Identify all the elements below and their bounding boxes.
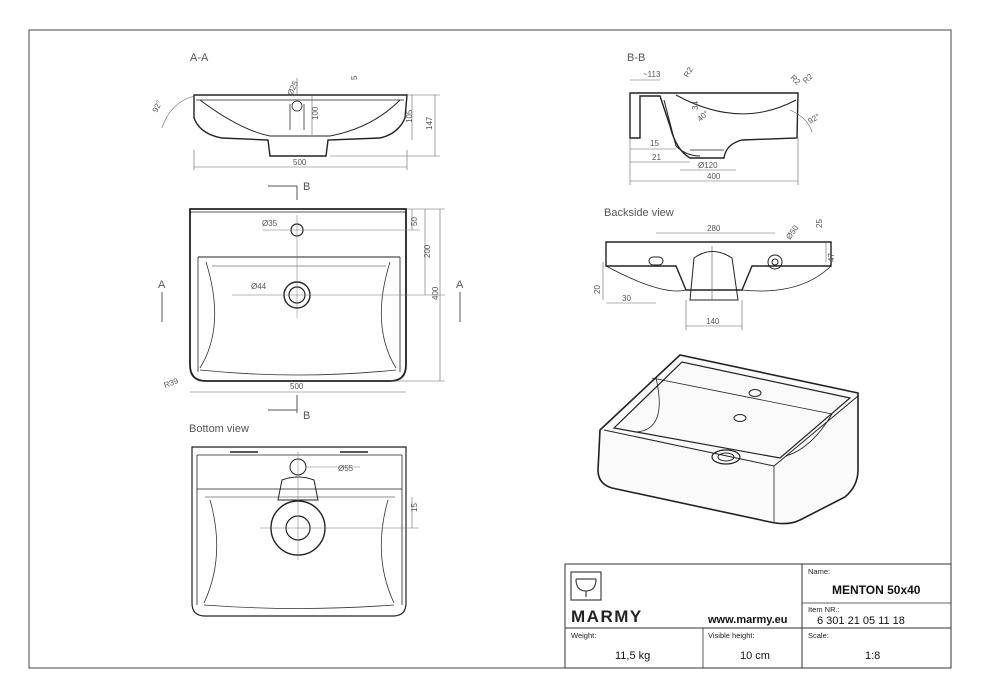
section-mark-a-right: A <box>456 279 464 291</box>
dim-aa-105: 105 <box>405 109 414 123</box>
dim-back-30: 30 <box>622 294 631 303</box>
dim-back-25: 25 <box>815 219 824 228</box>
dim-aa-100: 100 <box>311 106 320 120</box>
dim-top-r39: R39 <box>163 376 180 390</box>
section-mark-b-top: B <box>303 181 310 193</box>
dim-bb-r2a: R2 <box>682 65 695 79</box>
dim-aa-147: 147 <box>425 116 434 130</box>
bottom-view-label: Bottom view <box>189 423 249 435</box>
dim-bb-40deg: 40° <box>696 109 711 124</box>
dim-bb-400: 400 <box>707 172 721 181</box>
brand-website: www.marmy.eu <box>707 614 787 626</box>
visible-height-label: Visible height: <box>708 631 755 640</box>
section-b-b-view: B-B ~113 R2 R2 R2 34 40° 92° 15 21 Ø120 … <box>627 52 821 185</box>
brand-name: MARMY <box>571 607 643 626</box>
dim-bb-113: ~113 <box>643 70 661 79</box>
dim-bb-34: 34 <box>691 101 700 110</box>
dim-bb-21: 21 <box>652 153 661 162</box>
name-label: Name: <box>808 567 830 576</box>
item-label: Item NR.: <box>808 605 840 614</box>
dim-back-140: 140 <box>706 317 720 326</box>
visible-height-value: 10 cm <box>740 650 770 662</box>
section-b-b-label: B-B <box>627 52 645 64</box>
marmy-logo-icon <box>570 571 602 601</box>
dim-bottom-dia55: Ø55 <box>338 464 354 473</box>
dim-back-20: 20 <box>593 285 602 294</box>
title-block: MARMY www.marmy.eu Name: MENTON 50x40 It… <box>564 563 952 669</box>
dim-bottom-15: 15 <box>410 503 419 512</box>
section-a-a-view: A-A 500 105 147 100 5 Ø25 92° <box>151 52 440 170</box>
bottom-view: Bottom view Ø55 15 <box>189 423 419 617</box>
scale-value: 1:8 <box>865 650 880 662</box>
dim-top-dia44: Ø44 <box>251 282 267 291</box>
dim-aa-angle: 92° <box>151 99 164 114</box>
weight-value: 11,5 kg <box>615 650 650 662</box>
dim-aa-dia25: Ø25 <box>286 79 301 97</box>
top-view: B B A A Ø35 Ø44 50 200 400 50 <box>158 181 464 422</box>
drawing-frame <box>28 29 952 669</box>
dim-back-dia50: Ø50 <box>784 223 800 241</box>
dim-top-400: 400 <box>431 286 440 300</box>
section-mark-b-bottom: B <box>303 410 310 422</box>
basin-3d-render <box>597 354 859 525</box>
dim-bb-dia120: Ø120 <box>698 161 718 170</box>
dim-bb-r2c: R2 <box>801 71 815 85</box>
dim-bb-15: 15 <box>650 139 659 148</box>
backside-view-label: Backside view <box>604 207 674 219</box>
dim-top-200: 200 <box>423 244 432 258</box>
dim-top-50: 50 <box>410 217 419 226</box>
dim-top-500: 500 <box>290 382 304 391</box>
dim-back-280: 280 <box>707 224 721 233</box>
product-name: MENTON 50x40 <box>832 583 921 597</box>
weight-label: Weight: <box>571 631 596 640</box>
backside-view: Backside view 280 Ø50 25 47 20 30 140 <box>593 207 836 330</box>
section-mark-a-left: A <box>158 279 166 291</box>
dim-aa-5: 5 <box>350 75 359 80</box>
dim-aa-width: 500 <box>293 158 307 167</box>
scale-label: Scale: <box>808 631 829 640</box>
dim-bb-r2b: R2 <box>789 73 803 87</box>
dim-back-47: 47 <box>827 253 836 262</box>
item-number: 6 301 21 05 11 18 <box>817 615 905 627</box>
dim-top-dia35: Ø35 <box>262 219 278 228</box>
dim-bb-92deg: 92° <box>807 112 822 126</box>
section-a-a-label: A-A <box>190 52 209 64</box>
